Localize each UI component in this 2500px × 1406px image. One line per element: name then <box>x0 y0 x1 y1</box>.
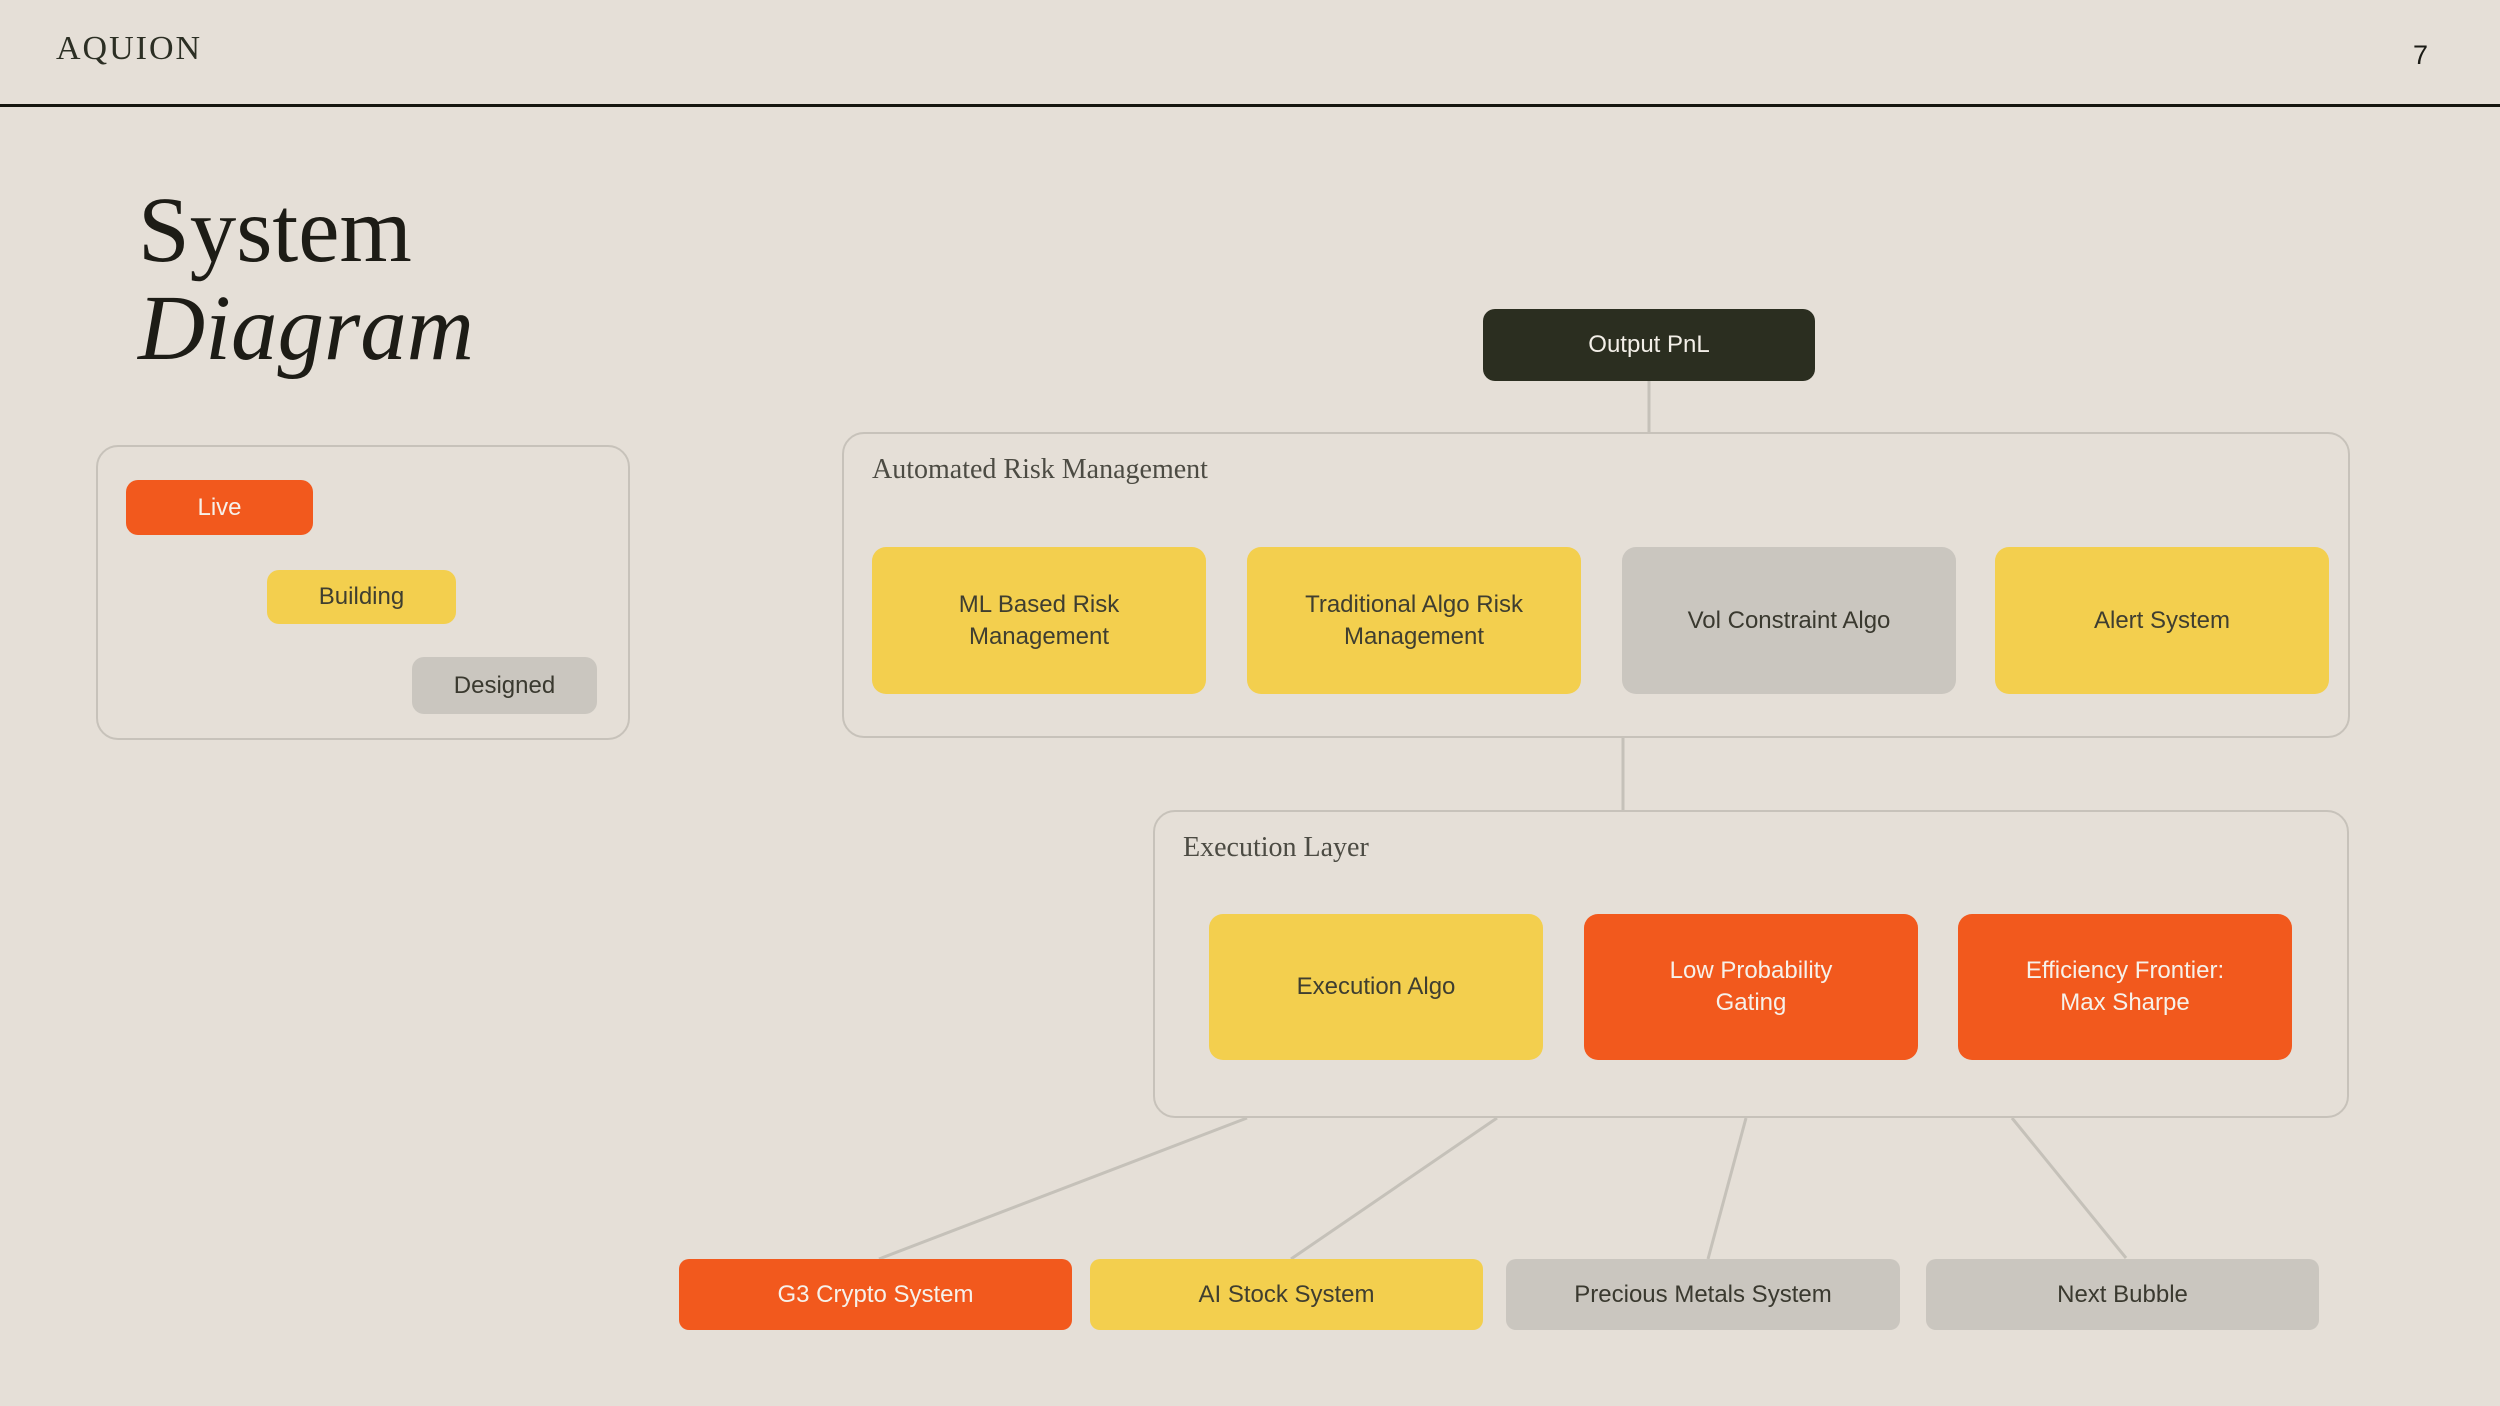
node-label-line: Next Bubble <box>2057 1280 2188 1308</box>
node-label-line: Max Sharpe <box>2060 989 2190 1016</box>
node-label-line: Management <box>968 622 1110 650</box>
node-label-line: Execution Algo <box>1296 973 1456 1000</box>
node-vol-constraint-algo: Vol Constraint Algo <box>1622 547 1956 694</box>
node-execution-algo: Execution Algo <box>1209 914 1543 1060</box>
node-label-line: Low Probability <box>1669 957 1833 984</box>
group-automated-risk-management: Automated Risk Management ML Based Risk … <box>842 432 2350 738</box>
header-divider <box>0 104 2500 107</box>
node-precious-metals-system: Precious Metals System <box>1506 1259 1900 1330</box>
node-label-line: Alert System <box>2093 606 2231 634</box>
group-automated-risk-management-title: Automated Risk Management <box>872 454 1208 485</box>
group-execution-layer-title: Execution Layer <box>1183 832 1369 863</box>
page-title-line1: System <box>138 179 412 282</box>
legend-item-live-label: Live <box>197 493 242 521</box>
node-label-line: Management <box>1343 622 1485 650</box>
node-output-pnl-label: Output PnL <box>1588 331 1710 358</box>
legend-item-building-label: Building <box>318 583 405 610</box>
node-low-probability-gating: Low Probability Gating <box>1584 914 1918 1060</box>
node-next-bubble: Next Bubble <box>1926 1259 2319 1330</box>
node-ai-stock-system: AI Stock System <box>1090 1259 1483 1330</box>
connector-execution-to-ai-stock <box>1290 1116 1498 1261</box>
node-label-line: Precious Metals System <box>1574 1280 1832 1308</box>
page-title: System Diagram <box>138 182 474 378</box>
node-label-line: ML Based Risk <box>958 590 1120 618</box>
node-traditional-algo-risk-management: Traditional Algo Risk Management <box>1247 547 1581 694</box>
node-label-line: Gating <box>1715 989 1787 1016</box>
legend-card: Live Building Designed <box>96 445 630 740</box>
brand-logo: AQUION <box>56 30 203 67</box>
node-label-line: Efficiency Frontier: <box>2025 957 2225 984</box>
connector-execution-to-g3-crypto <box>878 1116 1248 1261</box>
node-output-pnl: Output PnL <box>1483 309 1815 381</box>
page-title-line2: Diagram <box>138 277 474 380</box>
legend-item-building: Building <box>267 570 456 624</box>
group-execution-layer: Execution Layer Execution Algo Low Proba… <box>1153 810 2349 1118</box>
connector-execution-to-precious-metals <box>1706 1117 1748 1260</box>
legend-item-live: Live <box>126 480 313 535</box>
node-g3-crypto-system: G3 Crypto System <box>679 1259 1072 1330</box>
page-number: 7 <box>2412 40 2428 70</box>
node-label-line: Vol Constraint Algo <box>1687 606 1891 634</box>
legend-item-designed: Designed <box>412 657 597 714</box>
legend-item-designed-label: Designed <box>453 671 556 699</box>
node-alert-system: Alert System <box>1995 547 2329 694</box>
node-label-line: AI Stock System <box>1198 1280 1375 1308</box>
node-label-line: Traditional Algo Risk <box>1305 590 1523 618</box>
node-efficiency-frontier-max-sharpe: Efficiency Frontier: Max Sharpe <box>1958 914 2292 1060</box>
connector-execution-to-next-bubble <box>2010 1117 2128 1259</box>
node-ml-based-risk-management: ML Based Risk Management <box>872 547 1206 694</box>
node-label-line: G3 Crypto System <box>777 1280 974 1308</box>
